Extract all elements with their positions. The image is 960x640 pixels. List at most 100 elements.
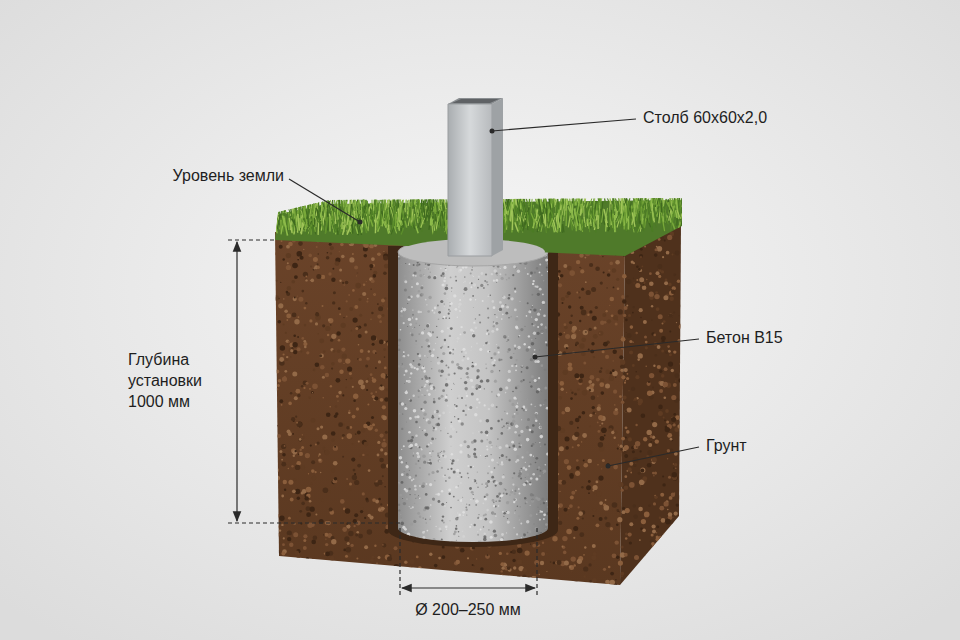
soil-grain [340,499,345,504]
soil-grain [436,571,441,576]
soil-grain [619,395,622,398]
soil-grain [608,566,611,569]
soil-grain [609,305,610,306]
soil-grain [387,556,392,561]
soil-grain [639,269,642,272]
soil-grain [333,571,334,572]
soil-grain [617,448,619,450]
soil-grain [275,533,279,537]
soil-grain [385,431,388,434]
soil-grain [297,296,298,297]
soil-grain [605,310,608,313]
soil-grain [323,534,325,536]
soil-grain [610,297,615,302]
soil-grain [674,511,678,515]
soil-grain [323,487,329,493]
soil-grain [614,437,616,439]
soil-grain [684,471,686,473]
soil-grain [394,564,400,570]
soil-grain [621,337,626,342]
soil-grain [294,275,298,279]
soil-grain [364,323,367,326]
soil-grain [649,282,654,287]
soil-grain [292,263,298,269]
soil-grain [418,566,422,570]
soil-grain [370,558,374,562]
soil-grain [319,339,324,344]
soil-grain [371,257,375,261]
soil-grain [580,588,583,591]
soil-grain [592,415,593,416]
soil-grain [295,465,300,470]
soil-grain [573,537,575,539]
soil-grain [268,227,273,232]
soil-grain [603,272,605,274]
soil-grain [653,475,654,476]
soil-grain [540,561,544,565]
soil-grain [624,454,628,458]
soil-grain [605,370,610,375]
soil-grain [339,313,341,315]
soil-grain [644,335,647,338]
soil-grain [311,483,313,485]
soil-grain [324,450,329,455]
soil-grain [569,565,574,570]
soil-grain [363,575,368,580]
soil-grain [330,246,334,250]
soil-grain [269,477,274,482]
soil-grain [564,459,569,464]
soil-grain [575,342,579,346]
soil-grain [613,287,615,289]
soil-grain [568,305,571,308]
soil-grain [517,548,523,554]
soil-grain [658,411,663,416]
soil-grain [616,556,619,559]
soil-grain [579,297,581,299]
soil-grain [349,307,353,311]
soil-grain [281,404,283,406]
soil-grain [454,581,458,585]
soil-grain [388,570,393,575]
soil-grain [297,422,302,427]
soil-grain [315,312,319,316]
soil-grain [562,545,564,547]
soil-grain [276,562,282,568]
soil-grain [359,358,362,361]
soil-grain [442,574,445,577]
soil-grain [602,313,606,317]
soil-grain [290,356,292,358]
soil-grain [630,472,632,474]
soil-grain [336,331,340,335]
soil-grain [634,398,637,401]
soil-grain [296,389,301,394]
soil-grain [566,392,567,393]
soil-grain [360,507,363,510]
soil-grain [329,243,332,246]
soil-grain [574,393,577,396]
soil-grain [350,426,353,429]
soil-grain [639,539,641,541]
soil-grain [275,548,279,552]
soil-grain [651,332,655,336]
soil-grain [371,335,376,340]
soil-grain [328,272,331,275]
soil-grain [580,269,584,273]
soil-grain [658,264,663,269]
soil-grain [353,399,356,402]
soil-grain [647,430,652,435]
soil-grain [293,565,298,570]
soil-grain [605,499,607,501]
soil-grain [572,326,577,331]
soil-grain [330,339,333,342]
soil-grain [521,588,523,590]
soil-grain [358,579,360,581]
soil-grain [318,253,320,255]
soil-grain [297,347,301,351]
soil-grain [668,512,672,516]
soil-grain [661,374,665,378]
soil-grain [635,332,637,334]
soil-grain [382,305,384,307]
soil-grain [369,264,373,268]
soil-grain [568,362,572,366]
